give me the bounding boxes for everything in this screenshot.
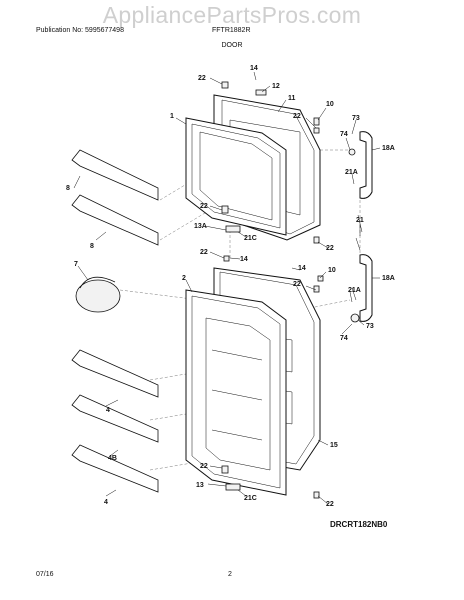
callout-18a: 18A bbox=[382, 145, 395, 152]
publication-number: Publication No: 5995677498 bbox=[36, 27, 124, 34]
callout-18a: 18A bbox=[382, 275, 395, 282]
callout-14: 14 bbox=[298, 265, 306, 272]
callout-21c: 21C bbox=[244, 235, 257, 242]
callout-4b: 4B bbox=[108, 455, 117, 462]
callout-21a: 21A bbox=[345, 169, 358, 176]
freezer-gasket bbox=[185, 117, 287, 236]
callout-22: 22 bbox=[326, 245, 334, 252]
callout-2: 2 bbox=[182, 275, 186, 282]
footer-date: 07/16 bbox=[36, 571, 54, 578]
callout-10: 10 bbox=[326, 101, 334, 108]
callout-21: 21 bbox=[356, 217, 364, 224]
callout-4: 4 bbox=[106, 407, 110, 414]
callout-7: 7 bbox=[74, 261, 78, 268]
callout-13a: 13A bbox=[194, 223, 207, 230]
callout-12: 12 bbox=[272, 83, 280, 90]
callout-11: 11 bbox=[288, 95, 296, 102]
page-title: DOOR bbox=[221, 42, 243, 49]
callout-74: 74 bbox=[340, 131, 348, 138]
callout-22: 22 bbox=[198, 75, 206, 82]
callout-21a: 21A bbox=[348, 287, 361, 294]
callout-22: 22 bbox=[293, 281, 301, 288]
callout-22: 22 bbox=[200, 249, 208, 256]
hardware-parts bbox=[221, 81, 363, 499]
callout-73: 73 bbox=[366, 323, 374, 330]
callout-8: 8 bbox=[90, 243, 94, 250]
callout-73: 73 bbox=[352, 115, 360, 122]
callout-10: 10 bbox=[328, 267, 336, 274]
callout-13: 13 bbox=[196, 482, 204, 489]
door-shelves bbox=[71, 149, 159, 493]
door-handles bbox=[359, 131, 373, 322]
callout-15: 15 bbox=[330, 442, 338, 449]
fresh-food-gasket bbox=[185, 289, 287, 496]
callout-74: 74 bbox=[340, 335, 348, 342]
callout-21c: 21C bbox=[244, 495, 257, 502]
callout-22: 22 bbox=[326, 501, 334, 508]
callout-22: 22 bbox=[200, 463, 208, 470]
callout-22: 22 bbox=[293, 113, 301, 120]
callout-8: 8 bbox=[66, 185, 70, 192]
callout-22: 22 bbox=[200, 203, 208, 210]
callout-labels: 14 22 12 11 10 22 73 74 18A 21A 1 8 8 22… bbox=[66, 65, 395, 508]
diagram-code: DRCRT182NB0 bbox=[330, 520, 388, 529]
callout-1: 1 bbox=[170, 113, 174, 120]
callout-14: 14 bbox=[240, 256, 248, 263]
dairy-bin bbox=[75, 276, 121, 313]
footer-page: 2 bbox=[228, 571, 232, 578]
callout-4: 4 bbox=[104, 499, 108, 506]
model-number: FFTR1882R bbox=[212, 27, 251, 34]
watermark: AppliancePartsPros.com bbox=[102, 2, 362, 28]
leader-lines bbox=[73, 71, 381, 505]
callout-14: 14 bbox=[250, 65, 258, 72]
